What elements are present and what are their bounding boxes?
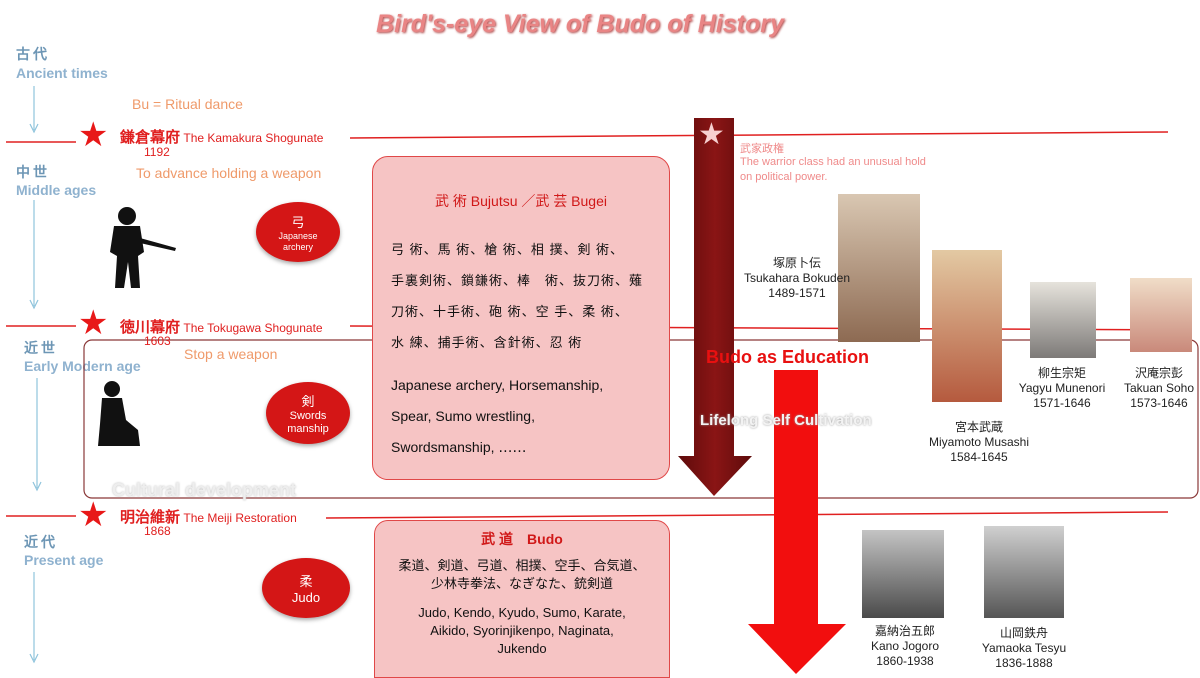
person-yamaoka-years: 1836-1888 <box>995 656 1053 670</box>
year-1192: 1192 <box>144 145 170 159</box>
bujutsu-english-1: Japanese archery, Horsemanship, <box>391 377 604 393</box>
bujutsu-english-3: Swordsmanship, ‥‥‥ <box>391 439 527 455</box>
person-tsukahara-jp: 塚原卜伝 <box>772 256 821 270</box>
bujutsu-kanji-3: 刀術、十手術、砲 術、空 手、柔 術、 <box>391 304 629 319</box>
person-yamaoka-en: Yamaoka Tesyu <box>981 641 1067 655</box>
education-label: Budo as Education <box>706 347 870 367</box>
lifelong-label: Lifelong Self Cultivation <box>700 412 872 429</box>
person-yagyu-years: 1571-1646 <box>1033 396 1091 410</box>
person-miyamoto-jp: 宮本武蔵 <box>954 420 1003 434</box>
kneeling-samurai-silhouette <box>98 381 140 446</box>
note-stop: Stop a weapon <box>184 346 278 362</box>
era-present-en: Present age <box>24 552 104 568</box>
era-middle-jp: 中世 <box>16 164 50 180</box>
era-ancient-jp: 古代 <box>16 46 50 62</box>
person-yamaoka-jp: 山岡鉄舟 <box>999 626 1048 640</box>
era-early-modern-en: Early Modern age <box>24 358 141 374</box>
era-early-modern-jp: 近世 <box>24 340 58 356</box>
circle-archery: 弓 Japanese archery <box>256 202 340 262</box>
warrior-jp: 武家政権 <box>740 143 784 155</box>
bujutsu-kanji-1: 弓 術、馬 術、槍 術、相 撲、剣 術、 <box>391 242 625 257</box>
circle-archery-en: Japanese archery <box>278 230 318 252</box>
portrait-yagyu <box>1030 282 1096 358</box>
warrior-arrow <box>678 118 752 496</box>
budo-english-1: Judo, Kendo, Kyudo, Sumo, Karate, <box>418 605 626 620</box>
shogunate-tokugawa: 徳川幕府 The Tokugawa Shogunate <box>120 319 323 336</box>
circle-judo-jp: 柔 <box>299 574 313 589</box>
note-ritual: Bu = Ritual dance <box>132 96 243 112</box>
circle-archery-jp: 弓 <box>291 214 305 230</box>
person-takuan: 沢庵宗彭 Takuan Soho 1573-1646 <box>1118 366 1200 411</box>
person-takuan-jp: 沢庵宗彭 <box>1134 366 1183 380</box>
star-icon: ★ <box>78 304 109 342</box>
budo-english-2: Aikido, Syorinjikenpo, Naginata, <box>430 623 614 638</box>
education-arrow <box>748 370 846 674</box>
budo-kanji-1: 柔道、剣道、弓道、相撲、空手、合気道、 <box>398 558 646 573</box>
person-yamaoka: 山岡鉄舟 Yamaoka Tesyu 1836-1888 <box>968 626 1080 671</box>
year-1868: 1868 <box>144 524 171 538</box>
circle-judo: 柔 Judo <box>262 558 350 618</box>
portrait-yamaoka <box>984 526 1064 618</box>
year-1603: 1603 <box>144 334 171 348</box>
page-title: Bird's-eye View of Budo of History <box>376 10 784 38</box>
era-present-jp: 近代 <box>24 534 58 550</box>
person-kano-en: Kano Jogoro <box>870 639 940 653</box>
circle-judo-en: Judo <box>291 590 321 605</box>
bujutsu-kanji-4: 水 練、捕手術、含針術、忍 術 <box>391 335 583 350</box>
circle-sword-jp: 剣 <box>301 393 315 409</box>
shogunate-kamakura: 鎌倉幕府 The Kamakura Shogunate <box>120 129 324 146</box>
circle-swordsmanship: 剣 Swords manship <box>266 382 350 444</box>
bujutsu-title: 武 術 Bujutsu ／武 芸 Bugei <box>435 193 607 209</box>
person-miyamoto-years: 1584-1645 <box>950 450 1008 464</box>
person-miyamoto: 宮本武蔵 Miyamoto Musashi 1584-1645 <box>920 420 1038 465</box>
circle-sword-en: Swords manship <box>287 409 329 435</box>
person-kano-jp: 嘉納治五郎 <box>874 624 935 638</box>
star-icon: ★ <box>698 118 725 151</box>
portrait-miyamoto <box>932 250 1002 402</box>
person-miyamoto-en: Miyamoto Musashi <box>928 435 1030 449</box>
portrait-takuan <box>1130 278 1192 352</box>
samurai-silhouette <box>110 207 176 288</box>
warrior-desc: The warrior class had an unusual hold on… <box>740 156 926 183</box>
person-takuan-en: Takuan Soho <box>1123 381 1195 395</box>
note-cultural: Cultural development <box>112 480 297 500</box>
person-yagyu-en: Yagyu Munenori <box>1018 381 1106 395</box>
person-yagyu-jp: 柳生宗矩 <box>1037 366 1086 380</box>
budo-kanji-2: 少林寺拳法、なぎなた、銃剣道 <box>430 576 613 591</box>
person-kano-years: 1860-1938 <box>876 654 934 668</box>
person-tsukahara: 塚原卜伝 Tsukahara Bokuden 1489-1571 <box>742 256 852 301</box>
portrait-tsukahara <box>838 194 920 342</box>
bujutsu-box: 武 術 Bujutsu ／武 芸 Bugei 弓 術、馬 術、槍 術、相 撲、剣… <box>372 156 670 480</box>
bujutsu-kanji-2: 手裏剣術、鎖鎌術、棒 術、抜刀術、薙 <box>391 273 644 288</box>
portrait-kano <box>862 530 944 618</box>
star-icon: ★ <box>78 496 109 534</box>
note-advance: To advance holding a weapon <box>136 165 322 181</box>
person-kano: 嘉納治五郎 Kano Jogoro 1860-1938 <box>850 624 960 669</box>
person-takuan-years: 1573-1646 <box>1130 396 1188 410</box>
person-tsukahara-years: 1489-1571 <box>768 286 826 300</box>
budo-box: 武 道 Budo 柔道、剣道、弓道、相撲、空手、合気道、 少林寺拳法、なぎなた、… <box>374 520 670 678</box>
star-icon: ★ <box>78 116 109 154</box>
budo-title: 武 道 Budo <box>481 531 563 547</box>
person-yagyu: 柳生宗矩 Yagyu Munenori 1571-1646 <box>1008 366 1116 411</box>
shogunate-meiji: 明治維新 The Meiji Restoration <box>120 509 297 526</box>
budo-english-3: Jukendo <box>497 641 547 656</box>
era-middle-en: Middle ages <box>16 182 97 198</box>
era-ancient-en: Ancient times <box>16 65 108 81</box>
person-tsukahara-en: Tsukahara Bokuden <box>743 271 851 285</box>
bujutsu-english-2: Spear, Sumo wrestling, <box>391 408 535 424</box>
